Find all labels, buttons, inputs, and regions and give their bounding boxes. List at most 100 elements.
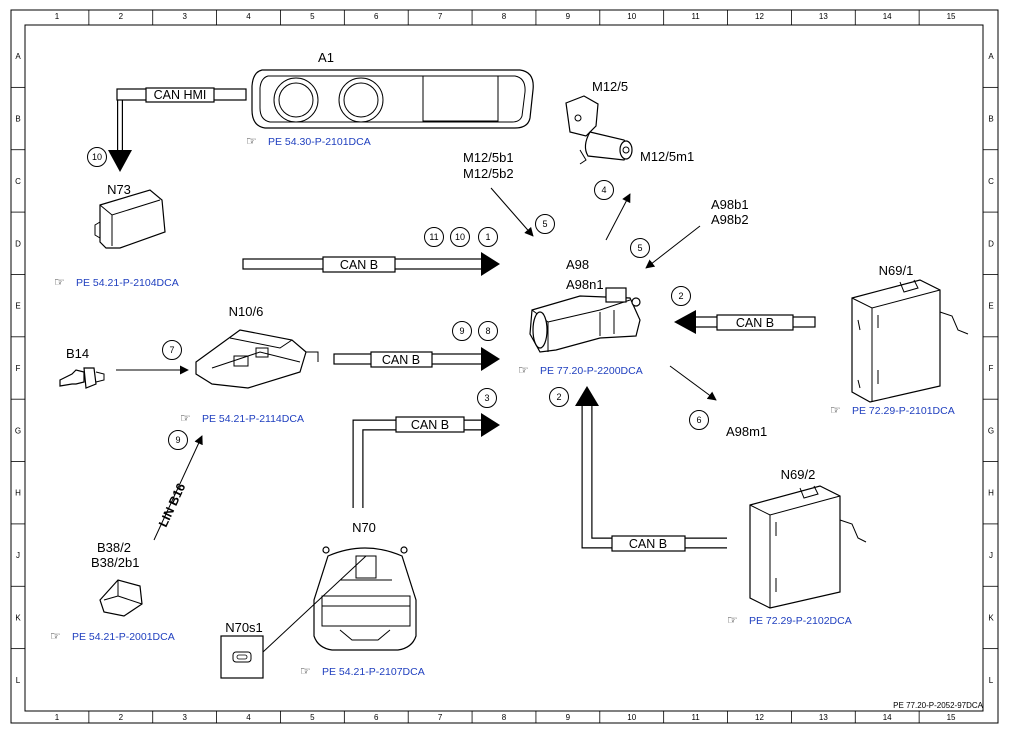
- step-number: 5: [637, 243, 642, 253]
- step-number: 8: [485, 326, 490, 336]
- label-a98n1: A98n1: [566, 277, 604, 292]
- step-number: 6: [696, 415, 701, 425]
- can-b-bus-n10-6: [333, 347, 500, 371]
- reference-n70[interactable]: ☞ PE 54.21-P-2107DCA: [300, 664, 425, 678]
- step-circle: [549, 387, 569, 407]
- reference-n70-text: PE 54.21-P-2107DCA: [322, 666, 425, 678]
- grid-row-label: G: [15, 426, 21, 435]
- grid-column-label: 1: [55, 12, 60, 21]
- grid-column-label: 4: [246, 12, 251, 21]
- step-marker: 10: [450, 227, 470, 247]
- step-number: 9: [175, 435, 180, 445]
- step-marker: 7: [162, 340, 182, 360]
- grid-row-label: J: [989, 551, 993, 560]
- grid-row-label: K: [988, 613, 994, 622]
- grid-row-label: J: [16, 551, 20, 560]
- instrument-cluster-a1: [251, 69, 534, 129]
- reference-icon: ☞: [300, 664, 311, 678]
- motor-m12-5: [565, 95, 633, 165]
- step-circle: [477, 388, 497, 408]
- reference-n69-2[interactable]: ☞ PE 72.29-P-2102DCA: [727, 613, 852, 627]
- grid-column-label: 12: [755, 713, 764, 722]
- reference-icon: ☞: [830, 403, 841, 417]
- label-n69-2: N69/2: [781, 467, 816, 482]
- step-circle: [87, 147, 107, 167]
- grid-column-label: 6: [374, 713, 379, 722]
- grid-column-label: 8: [502, 12, 507, 21]
- step-circle: [478, 227, 498, 247]
- step-number: 2: [678, 291, 683, 301]
- step-circle: [478, 321, 498, 341]
- grid-row-label: E: [15, 302, 20, 311]
- grid-column-label: 9: [566, 12, 571, 21]
- label-b38-2b1: B38/2b1: [91, 555, 139, 570]
- switch-n70s1: [220, 555, 367, 679]
- label-n73: N73: [107, 182, 131, 197]
- reference-icon: ☞: [727, 613, 738, 627]
- step-number: 5: [542, 219, 547, 229]
- label-b38-2: B38/2: [97, 540, 131, 555]
- arrow-m12-5b-to-a98: [490, 187, 534, 237]
- step-circle: [535, 214, 555, 234]
- label-a98b2: A98b2: [711, 212, 749, 227]
- can-b-bus-n69-2: [575, 386, 727, 552]
- grid-column-label: 1: [55, 713, 60, 722]
- grid-column-label: 7: [438, 12, 443, 21]
- step-number: 1: [485, 232, 490, 242]
- step-number: 10: [92, 152, 102, 162]
- grid-column-label: 13: [819, 713, 828, 722]
- label-m12-5m1: M12/5m1: [640, 149, 694, 164]
- inner-frame: [24, 24, 984, 712]
- can-b-bus-n69-1: [674, 310, 816, 334]
- reference-a98-text: PE 77.20-P-2200DCA: [540, 365, 643, 377]
- reference-n69-1[interactable]: ☞ PE 72.29-P-2101DCA: [830, 403, 955, 417]
- reference-icon: ☞: [246, 134, 257, 148]
- label-b14: B14: [66, 346, 89, 361]
- grid-column-label: 11: [691, 12, 700, 21]
- reference-b38-2[interactable]: ☞ PE 54.21-P-2001DCA: [50, 629, 175, 643]
- step-number: 10: [455, 232, 465, 242]
- step-circle: [594, 180, 614, 200]
- sensor-b14: [59, 367, 105, 389]
- grid-column-label: 13: [819, 12, 828, 21]
- grid-row-label: B: [15, 115, 20, 124]
- step-circle: [630, 238, 650, 258]
- grid-column-label: 8: [502, 713, 507, 722]
- bus-can-b-label-1: CAN B: [340, 258, 378, 272]
- step-marker: 5: [630, 238, 650, 258]
- label-n70s1: N70s1: [225, 620, 263, 635]
- grid-row-label: F: [989, 364, 994, 373]
- module-n73: [94, 189, 166, 249]
- step-number: 3: [484, 393, 489, 403]
- bus-can-b-label-4: CAN B: [736, 316, 774, 330]
- step-number: 9: [459, 326, 464, 336]
- label-n69-1: N69/1: [879, 263, 914, 278]
- step-marker: 5: [535, 214, 555, 234]
- reference-n10-6[interactable]: ☞ PE 54.21-P-2114DCA: [180, 411, 304, 425]
- grid-row-label: C: [988, 177, 994, 186]
- grid-column-label: 5: [310, 713, 315, 722]
- grid-row-label: C: [15, 177, 21, 186]
- step-circle: [168, 430, 188, 450]
- label-a98b1: A98b1: [711, 197, 749, 212]
- sensor-b38-2: [99, 579, 143, 617]
- grid-row-label: L: [989, 676, 994, 685]
- grid-column-label: 14: [883, 12, 892, 21]
- label-m12-5b2: M12/5b2: [463, 166, 514, 181]
- reference-n10-6-text: PE 54.21-P-2114DCA: [202, 413, 304, 425]
- grid-column-label: 3: [182, 713, 187, 722]
- reference-n73[interactable]: ☞ PE 54.21-P-2104DCA: [54, 275, 179, 289]
- step-circle: [452, 321, 472, 341]
- grid-row-label: L: [16, 676, 21, 685]
- label-m12-5: M12/5: [592, 79, 628, 94]
- label-a1: A1: [318, 50, 334, 65]
- arrow-a98b-to-a98: [645, 225, 701, 269]
- reference-n69-2-text: PE 72.29-P-2102DCA: [749, 615, 852, 627]
- reference-a1[interactable]: ☞ PE 54.30-P-2101DCA: [246, 134, 371, 148]
- grid-column-label: 14: [883, 713, 892, 722]
- bus-can-b-label-5: CAN B: [629, 537, 667, 551]
- reference-a98[interactable]: ☞ PE 77.20-P-2200DCA: [518, 363, 643, 377]
- arrow-a98-to-m12-5m1: [605, 193, 631, 241]
- bus-lin-b16-label: LIN B16: [156, 481, 188, 529]
